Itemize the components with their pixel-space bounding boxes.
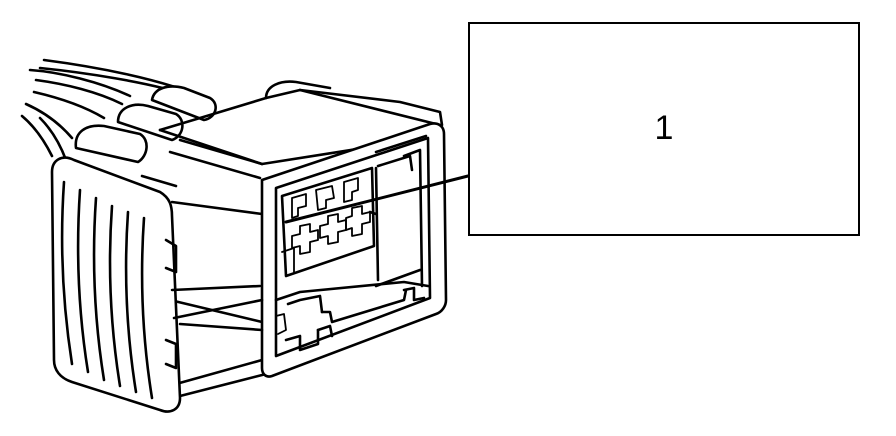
callout-number: 1 [654, 109, 674, 147]
wire-boots [74, 85, 217, 164]
callout-leader-line [284, 174, 470, 224]
terminal-cavities [280, 166, 378, 278]
wire-bundle [20, 58, 212, 162]
locking-latch [50, 156, 182, 413]
callout-box: 1 [468, 22, 860, 236]
lower-chamber [170, 280, 430, 352]
connector-housing [140, 80, 444, 398]
